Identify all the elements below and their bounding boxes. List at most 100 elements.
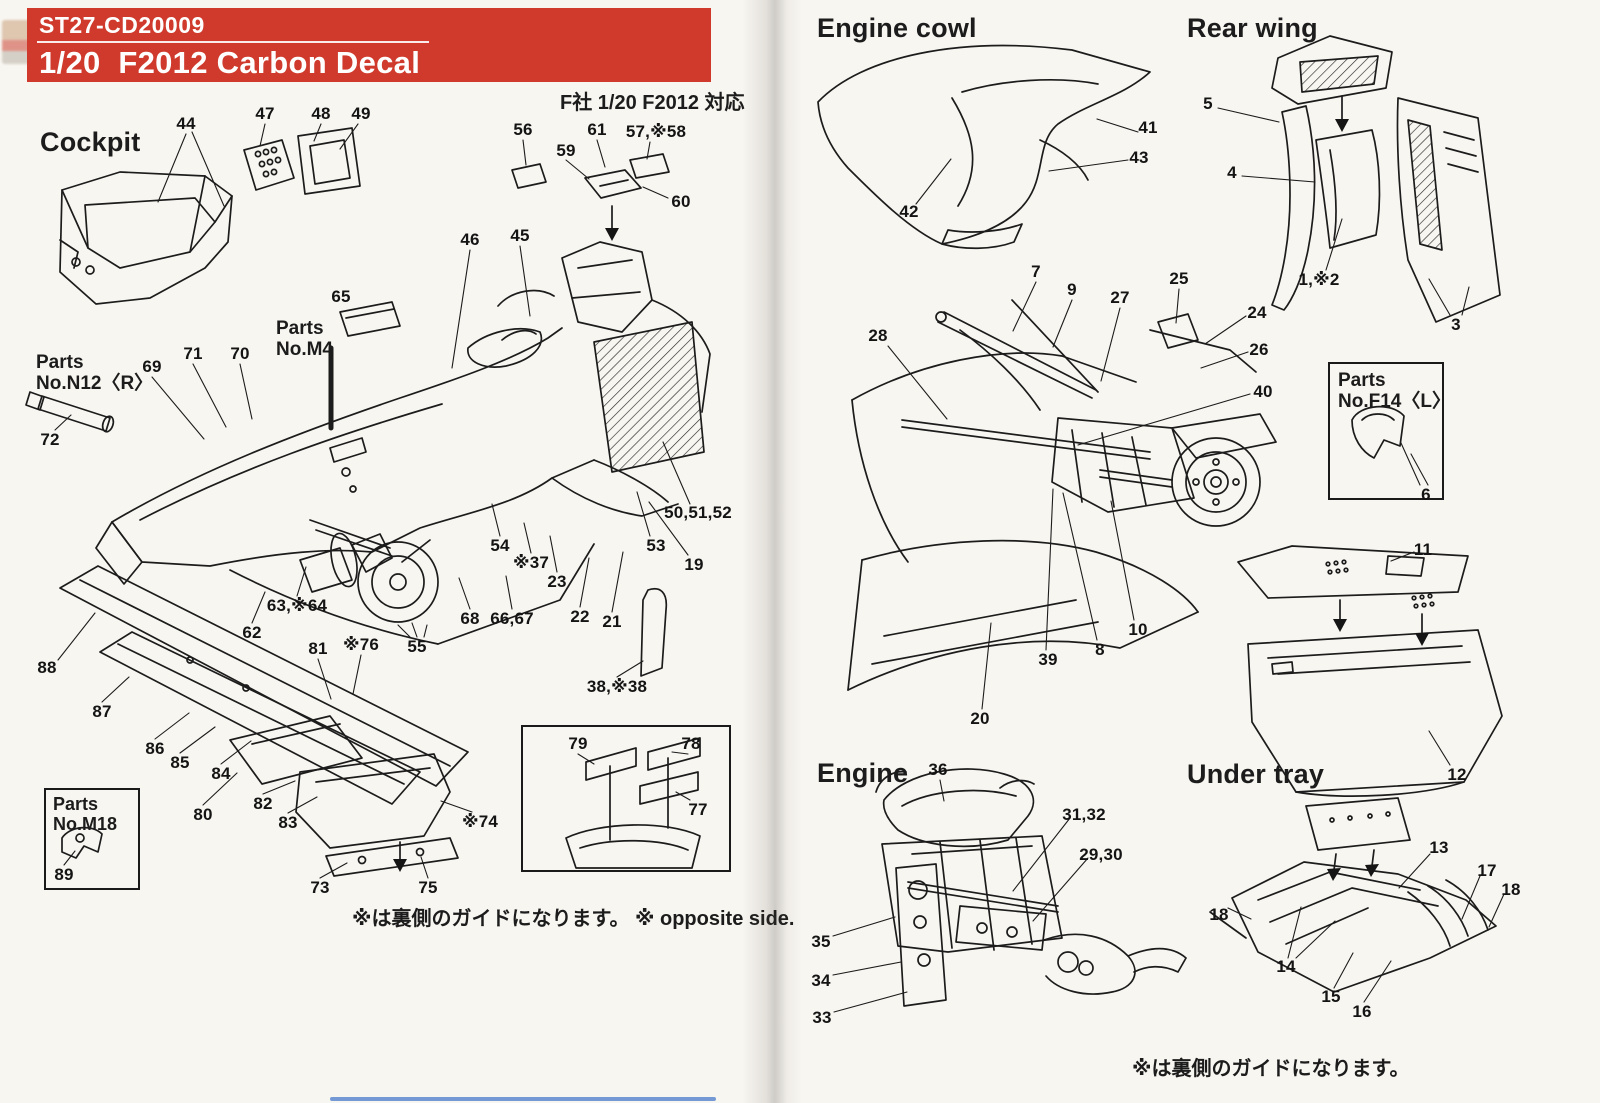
parts-label-line: No.M4 (276, 339, 333, 361)
callout-33: 33 (812, 1008, 832, 1027)
callout-46: 46 (460, 230, 480, 249)
sketch-engine-cowl (817, 44, 1151, 250)
callout-59: 59 (556, 141, 576, 160)
callout-27: 27 (1110, 288, 1130, 307)
parts-box-m18: Parts No.M18 (44, 788, 140, 890)
compatibility-note: F社 1/20 F2012 対応 (560, 92, 745, 114)
parts-label-m4: Parts No.M4 (276, 318, 333, 361)
callout-1-2: 1,※2 (1298, 270, 1340, 289)
callout-85: 85 (170, 753, 190, 772)
parts-label-n12: Parts No.N12〈R〉 (36, 352, 153, 395)
parts-label-line: Parts (1338, 370, 1386, 391)
callout-48: 48 (311, 104, 331, 123)
callout-57-58: 57,※58 (625, 122, 687, 141)
callout-61: 61 (587, 120, 607, 139)
callout-55: 55 (407, 637, 427, 656)
callout-42: 42 (899, 202, 919, 221)
callout-13: 13 (1429, 838, 1449, 857)
callout-22: 22 (570, 607, 590, 626)
callout-70: 70 (230, 344, 250, 363)
sketch-n12-part (25, 391, 115, 433)
sketch-rear-wing (1271, 35, 1501, 323)
parts-label-m18: Parts No.M18 (46, 790, 138, 834)
sketch-top-small-parts (511, 153, 670, 230)
callout-56: 56 (513, 120, 533, 139)
callout-20: 20 (970, 709, 990, 728)
callout-68: 68 (460, 609, 480, 628)
callout--74: ※74 (461, 812, 499, 831)
callout-44: 44 (176, 114, 196, 133)
callout-71: 71 (183, 344, 203, 363)
callout-62: 62 (242, 623, 262, 642)
callout-25: 25 (1169, 269, 1189, 288)
parts-box-f14: Parts No.F14〈L〉 (1328, 362, 1451, 500)
callout-35: 35 (811, 932, 831, 951)
callout-75: 75 (418, 878, 438, 897)
callout-82: 82 (253, 794, 273, 813)
callout-78: 78 (681, 734, 701, 753)
parts-label-line: No.F14〈L〉 (1338, 391, 1451, 413)
sketch-floor-planks (59, 565, 469, 877)
sketch-f14-part (1351, 405, 1405, 459)
callout-26: 26 (1249, 340, 1269, 359)
callout-54: 54 (490, 536, 510, 555)
callout-60: 60 (671, 192, 691, 211)
callout--76: ※76 (342, 635, 380, 654)
callout-5: 5 (1203, 94, 1213, 113)
callout-36: 36 (928, 760, 948, 779)
callout-24: 24 (1247, 303, 1267, 322)
callout-86: 86 (145, 739, 165, 758)
callout-12: 12 (1447, 765, 1467, 784)
note-opposite-side-right: ※は裏側のガイドになります。 (1132, 1058, 1410, 1080)
sketch-m18-part (61, 826, 103, 859)
callout-23: 23 (547, 572, 567, 591)
sketch-rear-suspension (847, 299, 1277, 691)
callout-79: 79 (568, 734, 588, 753)
callout-9: 9 (1067, 280, 1077, 299)
callout-6: 6 (1421, 485, 1431, 504)
callout-17: 17 (1477, 861, 1497, 880)
scan-artifact-line (330, 1097, 716, 1101)
parts-label-f14: Parts No.F14〈L〉 (1330, 364, 1451, 413)
callout-50-51-52: 50,51,52 (664, 503, 732, 522)
section-title-under-tray: Under tray (1187, 759, 1325, 789)
section-title-rear-wing: Rear wing (1187, 13, 1318, 43)
detail-inset-box (521, 725, 731, 872)
callout-31-32: 31,32 (1062, 805, 1106, 824)
callout-39: 39 (1038, 650, 1058, 669)
callout-16: 16 (1352, 1002, 1372, 1021)
callout-80: 80 (193, 805, 213, 824)
callout-66-67: 66,67 (490, 609, 534, 628)
callout-73: 73 (310, 878, 330, 897)
callout-47: 47 (255, 104, 275, 123)
callout-49: 49 (351, 104, 371, 123)
sketch-engine-block (875, 768, 1187, 1007)
sketch-main-chassis (95, 241, 711, 677)
section-title-cockpit: Cockpit (40, 127, 141, 157)
callout-53: 53 (646, 536, 666, 555)
callout-38-38: 38,※38 (586, 677, 648, 696)
note-opposite-side-left: ※は裏側のガイドになります。 ※ opposite side. (352, 908, 795, 930)
callout-11: 11 (1413, 540, 1433, 559)
product-code: ST27-CD20009 (37, 11, 429, 43)
section-title-engine: Engine (817, 758, 909, 788)
callout-69: 69 (142, 357, 162, 376)
sketch-m4-plate (328, 301, 401, 431)
sketch-cockpit-tub (59, 171, 233, 305)
page-title: 1/20 F2012 Carbon Decal (39, 45, 421, 80)
callout-65: 65 (331, 287, 351, 306)
section-title-engine-cowl: Engine cowl (817, 13, 977, 43)
callout-83: 83 (278, 813, 298, 832)
callout-63-64: 63,※64 (266, 596, 328, 615)
callout-3: 3 (1451, 315, 1461, 334)
callout-87: 87 (92, 702, 112, 721)
callout--37: ※37 (512, 553, 550, 572)
callout-89: 89 (54, 865, 74, 884)
arrow-icons (393, 119, 1429, 881)
sketch-heatshield-trays (1237, 545, 1503, 797)
leader-lines (54, 107, 1505, 1013)
callout-8: 8 (1095, 640, 1105, 659)
callout-14: 14 (1276, 957, 1296, 976)
